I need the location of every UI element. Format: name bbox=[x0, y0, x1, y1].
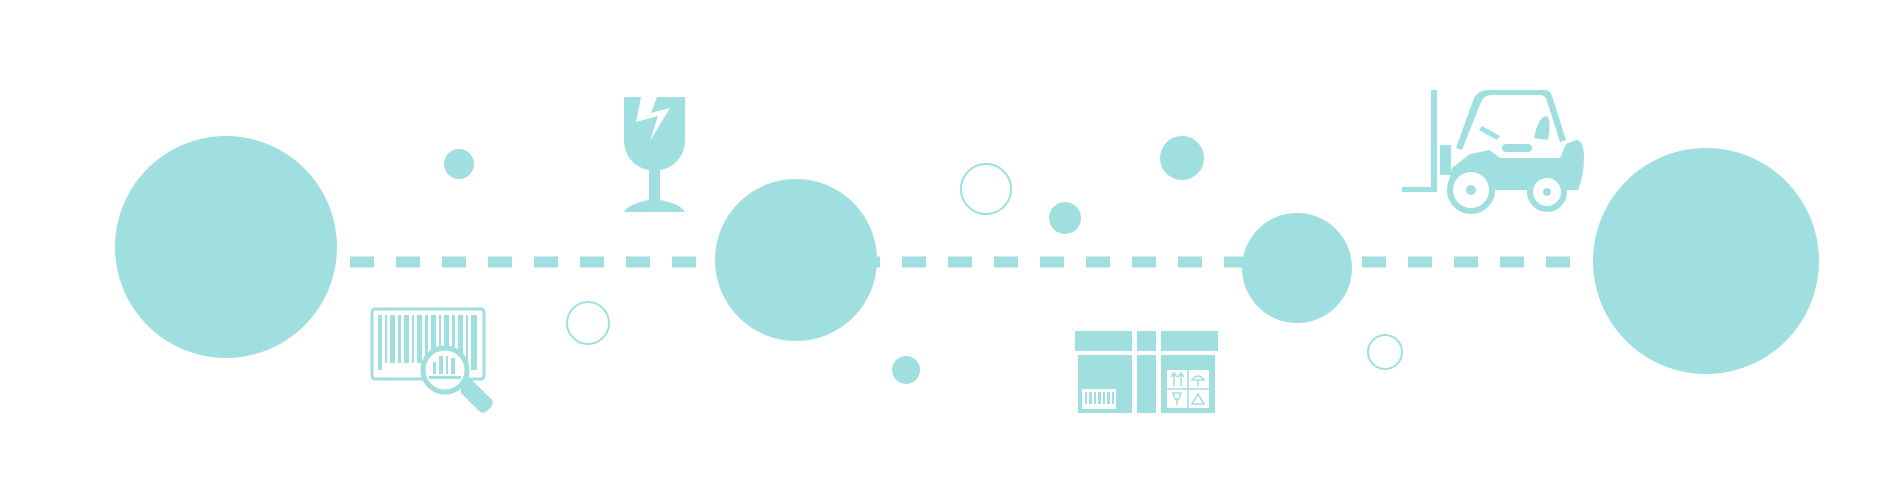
process-node-4 bbox=[1593, 148, 1819, 374]
process-node-3 bbox=[1242, 213, 1352, 323]
process-node-1 bbox=[115, 136, 337, 358]
forklift-icon bbox=[1402, 90, 1584, 214]
cardboard-boxes-icon bbox=[1075, 331, 1218, 413]
decor-ring bbox=[960, 163, 1012, 215]
barcode-search-icon bbox=[370, 307, 493, 413]
fragile-glass-icon bbox=[624, 97, 685, 212]
decor-ring bbox=[1367, 334, 1403, 370]
decor-dot bbox=[1049, 202, 1081, 234]
decor-dot bbox=[892, 356, 920, 384]
decor-dot bbox=[444, 149, 474, 179]
decor-ring bbox=[566, 301, 610, 345]
decor-dot bbox=[1160, 136, 1204, 180]
process-node-2 bbox=[715, 179, 877, 341]
